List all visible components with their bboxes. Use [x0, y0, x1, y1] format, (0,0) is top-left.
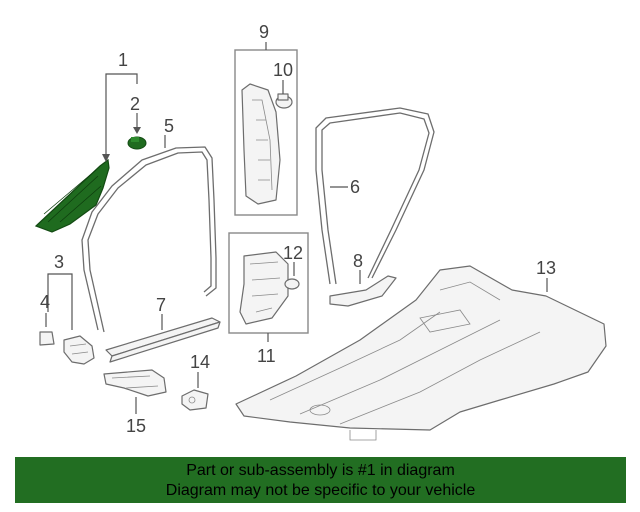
part-8-rear-scuff[interactable] [329, 275, 397, 307]
callout-10[interactable]: 10 [273, 60, 293, 80]
banner-line-2: Diagram may not be specific to your vehi… [165, 482, 476, 499]
callout-9[interactable]: 9 [259, 22, 269, 42]
part-9-pillar-upper[interactable] [241, 83, 281, 205]
part-2-clip[interactable] [127, 136, 147, 150]
callout-8[interactable]: 8 [353, 251, 363, 271]
parts-diagram: 1 2 3 4 5 6 7 8 9 10 11 12 13 14 15 [34, 22, 607, 441]
callout-3[interactable]: 3 [54, 252, 64, 272]
part-4-clip[interactable] [39, 331, 55, 346]
part-3-kick-panel[interactable] [63, 335, 95, 365]
arrow-1 [102, 154, 110, 162]
callout-6[interactable]: 6 [350, 177, 360, 197]
callout-15[interactable]: 15 [126, 416, 146, 436]
leader-3 [47, 273, 73, 330]
part-12-clip[interactable] [284, 278, 300, 290]
callout-4[interactable]: 4 [40, 292, 50, 312]
callout-1[interactable]: 1 [118, 50, 128, 70]
callout-14[interactable]: 14 [190, 352, 210, 372]
part-11-pillar-lower[interactable] [239, 251, 289, 325]
part-14-clip[interactable] [181, 389, 209, 411]
part-6-weatherstrip-rear[interactable] [315, 107, 435, 285]
callout-12[interactable]: 12 [283, 243, 303, 263]
callout-11[interactable]: 11 [257, 346, 276, 366]
callout-2[interactable]: 2 [130, 94, 140, 114]
callout-5[interactable]: 5 [164, 116, 174, 136]
banner-line-1: Part or sub-assembly is #1 in diagram [186, 462, 455, 479]
arrow-2 [133, 127, 141, 134]
part-13-floor-carpet[interactable] [235, 265, 607, 441]
part-10-clip[interactable] [275, 93, 293, 109]
callout-13[interactable]: 13 [536, 258, 556, 278]
part-15-bracket[interactable] [103, 369, 167, 397]
leader-1 [105, 73, 138, 158]
part-7-scuff-plate[interactable] [105, 317, 221, 363]
callout-7[interactable]: 7 [156, 295, 166, 315]
info-banner: Part or sub-assembly is #1 in diagram Di… [15, 457, 626, 503]
part-5-weatherstrip[interactable] [81, 146, 217, 333]
part-1-pillar-trim[interactable] [34, 158, 110, 233]
